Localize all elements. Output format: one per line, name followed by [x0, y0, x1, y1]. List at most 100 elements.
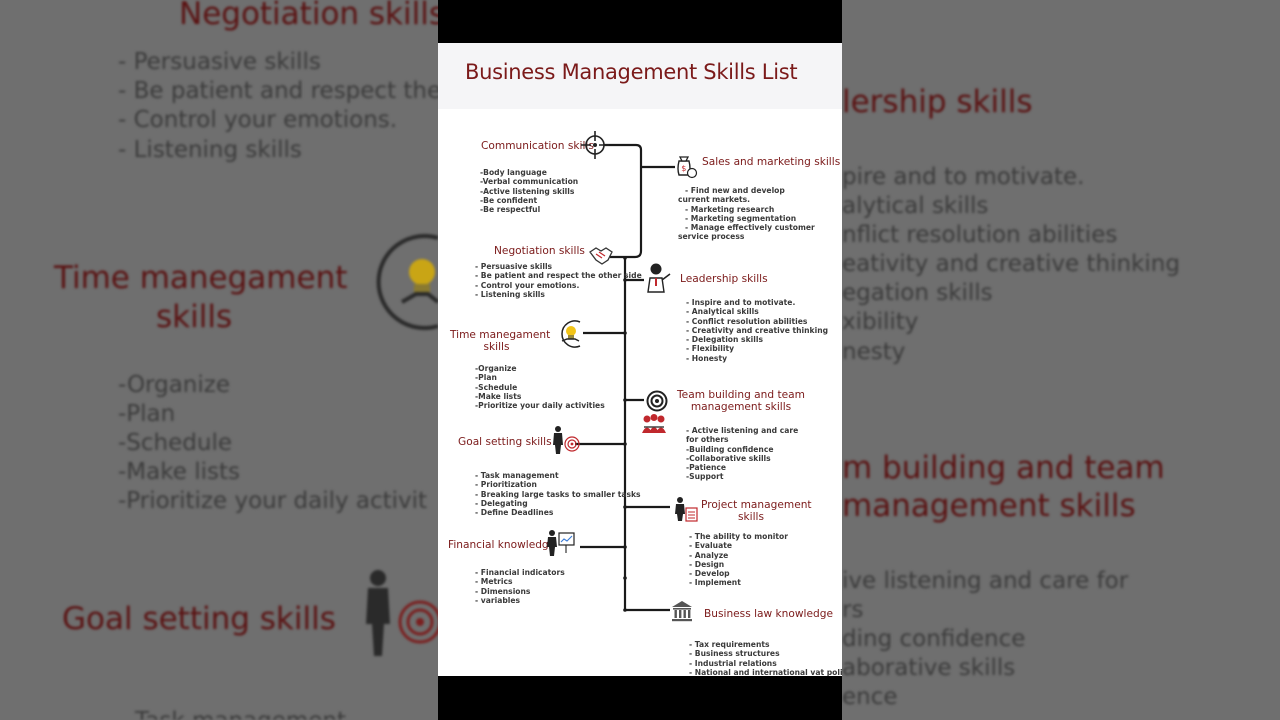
list-item: - Marketing research — [685, 204, 775, 214]
list-item: -Body language — [480, 168, 547, 177]
list-item: - Conflict resolution abilities — [686, 316, 808, 326]
bg-leadership-item-7: nesty — [842, 339, 906, 365]
sales-list: - Find new and develop current markets. … — [678, 186, 818, 242]
infographic-title: Business Management Skills List — [465, 60, 798, 84]
bg-time-title-2: skills — [156, 299, 233, 335]
bg-negotiation-item-4: - Listening skills — [118, 137, 302, 163]
team-people-icon — [642, 414, 666, 433]
bg-goal-partial: Task management — [135, 707, 346, 720]
bg-negotiation-title: Negotiation skills — [179, 0, 445, 32]
target-icon — [646, 390, 668, 412]
financial-title: Financial knowledge — [448, 539, 556, 551]
bg-target-person-icon — [366, 570, 440, 656]
project-title-line1: Project management — [701, 499, 812, 511]
leader-person-icon — [647, 263, 671, 293]
list-item: -Be confident — [480, 195, 538, 205]
time-title-line2: skills — [483, 341, 510, 353]
list-item: - variables — [475, 595, 521, 605]
list-item: - Find new and develop current markets. — [678, 186, 785, 205]
bg-team-item-1: ive listening and care for — [842, 568, 1129, 594]
presentation-board-icon — [547, 530, 575, 556]
bg-time-item-3: -Schedule — [118, 430, 232, 456]
list-item: - Design — [689, 559, 725, 569]
list-item: - Breaking large tasks to smaller tasks — [475, 489, 641, 499]
list-item: - Listening skills — [475, 289, 545, 299]
list-item: - Business structures — [689, 649, 780, 659]
bg-negotiation-item-2: - Be patient and respect the — [118, 78, 442, 104]
list-item: - The ability to monitor — [689, 532, 788, 541]
list-item: -Support — [686, 472, 724, 482]
list-item: - Implement — [689, 578, 741, 588]
bg-negotiation-item-1: - Persuasive skills — [118, 49, 321, 75]
infographic-card: Business Management Skills List — [438, 43, 842, 676]
list-item: - Delegating — [475, 498, 528, 508]
list-item: - Control your emotions. — [475, 280, 580, 290]
project-title-line2: skills — [737, 511, 764, 523]
list-item: -Patience — [686, 463, 727, 473]
list-item: - Develop — [689, 569, 730, 579]
list-item: - Metrics — [475, 577, 513, 587]
list-item: -Organize — [475, 364, 517, 373]
list-item: - Financial indicators — [475, 568, 565, 577]
time-title: Time manegament skills — [450, 329, 551, 353]
list-item: - Evaluate — [689, 541, 732, 551]
list-item: -Collaborative skills — [686, 453, 771, 463]
negotiation-title: Negotiation skills — [494, 245, 585, 257]
bg-negotiation-item-3: - Control your emotions. — [118, 107, 398, 133]
bg-leadership-item-6: xibility — [842, 309, 919, 335]
timeline-connectors — [575, 143, 675, 612]
list-item: - Be patient and respect the other side — [475, 271, 642, 281]
bg-lightbulb-icon — [376, 234, 440, 330]
team-title-line2: management skills — [690, 401, 792, 413]
bg-team-item-3: ding confidence — [842, 626, 1026, 652]
bg-leadership-item-5: egation skills — [842, 280, 993, 306]
list-item: - Active listening and care for others — [686, 426, 799, 445]
bg-time-title-1: Time manegament — [54, 260, 348, 296]
list-item: -Schedule — [475, 382, 518, 392]
bg-leadership-item-2: alytical skills — [842, 193, 989, 219]
project-title: Project management skills — [701, 499, 812, 523]
bg-time-item-2: -Plan — [118, 401, 176, 427]
project-list: - The ability to monitor - Evaluate - An… — [689, 532, 788, 588]
list-item: - Manage effectively customer service pr… — [678, 223, 815, 242]
list-item: -Plan — [475, 373, 497, 383]
goal-target-person-icon — [553, 426, 580, 454]
financial-list: - Financial indicators - Metrics - Dimen… — [475, 568, 565, 605]
bg-team-title-2: management skills — [842, 488, 1136, 524]
list-item: - Creativity and creative thinking — [686, 325, 829, 335]
bg-leadership-item-1: pire and to motivate. — [842, 164, 1085, 190]
bg-time-item-5: -Prioritize your daily activit — [118, 488, 428, 514]
list-item: - Analytical skills — [686, 307, 759, 317]
money-bag-icon: $ — [677, 156, 698, 179]
courthouse-icon — [672, 601, 692, 622]
communication-list: -Body language -Verbal communication -Ac… — [480, 168, 578, 214]
bg-team-title-1: m building and team — [842, 450, 1165, 486]
list-item: - Honesty — [686, 353, 728, 363]
bg-leadership-title: lership skills — [842, 84, 1033, 120]
list-item: -Verbal communication — [480, 177, 579, 187]
time-title-line1: Time manegament — [450, 329, 551, 341]
list-item: - Flexibility — [686, 344, 735, 354]
list-item: -Building confidence — [686, 444, 774, 454]
team-list: - Active listening and care for others -… — [686, 426, 811, 482]
title-band — [438, 43, 842, 109]
lightbulb-icon — [561, 320, 581, 348]
handshake-icon — [589, 247, 613, 265]
bg-time-item-4: -Make lists — [118, 459, 240, 485]
list-item: -Active listening skills — [480, 186, 575, 196]
team-title-line1: Team building and team — [677, 389, 805, 401]
list-item: - Marketing segmentation — [685, 213, 797, 223]
bg-goal-title: Goal setting skills — [62, 601, 336, 637]
list-item: -Prioritize your daily activities — [475, 401, 605, 411]
list-item: - Dimensions — [475, 586, 531, 596]
list-item: - Define Deadlines — [475, 508, 554, 518]
list-item: -Make lists — [475, 391, 522, 401]
law-list: - Tax requirements - Business structures… — [689, 640, 842, 676]
crosshair-icon — [581, 131, 609, 159]
list-item: -Be respectful — [480, 205, 541, 215]
law-title: Business law knowledge — [704, 608, 833, 620]
video-frame: Business Management Skills List — [438, 0, 842, 720]
list-item: - Delegation skills — [686, 335, 763, 345]
leadership-list: - Inspire and to motivate. - Analytical … — [686, 298, 828, 363]
